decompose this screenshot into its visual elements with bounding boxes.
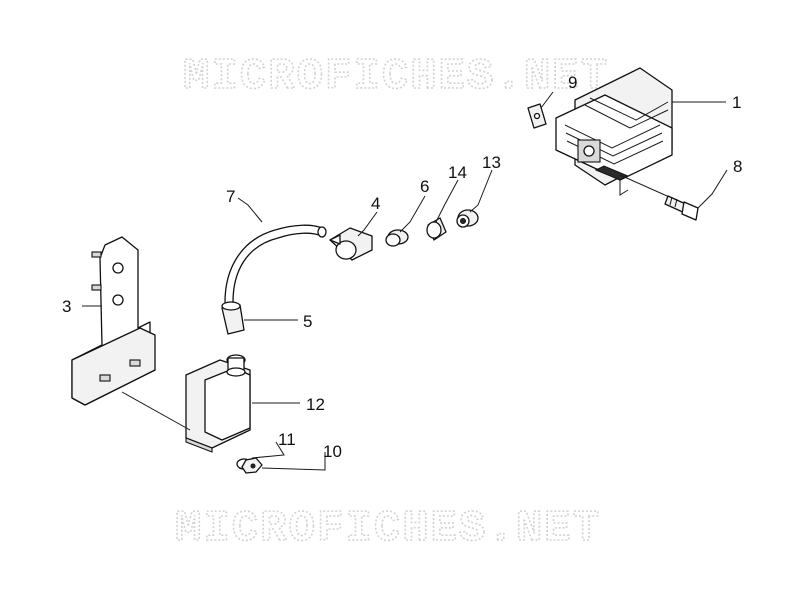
leader-lines — [82, 91, 728, 471]
part-14-sleeve — [426, 217, 447, 241]
callout-5: 5 — [303, 312, 312, 331]
part-3-bracket — [71, 236, 156, 406]
part-13-grommet — [456, 209, 479, 228]
callout-11: 11 — [278, 430, 296, 449]
part-7-ht-cable — [224, 224, 327, 303]
callout-12: 12 — [306, 395, 325, 414]
part-9-plate — [527, 103, 547, 129]
part-12-ignition-coil — [185, 354, 251, 453]
callout-1: 1 — [732, 93, 741, 112]
callout-14: 14 — [448, 163, 467, 182]
part-8-screw — [619, 174, 699, 221]
callout-8: 8 — [733, 157, 742, 176]
callout-6: 6 — [420, 177, 429, 196]
part-4-spark-plug-cap — [329, 227, 373, 261]
callout-13: 13 — [482, 153, 501, 172]
part-1-voltage-regulator — [555, 67, 673, 196]
callout-10: 10 — [323, 442, 342, 461]
watermark-top: MICROFICHES.NET — [183, 52, 609, 102]
callout-4: 4 — [371, 194, 380, 213]
callout-3: 3 — [62, 297, 71, 316]
part-5-boot — [221, 301, 245, 335]
watermark-bottom: MICROFICHES.NET — [175, 504, 601, 554]
callout-7: 7 — [226, 187, 235, 206]
callout-9: 9 — [568, 73, 577, 92]
part-10-11-nut-washer — [236, 457, 263, 474]
part-6-bushing — [385, 229, 409, 247]
